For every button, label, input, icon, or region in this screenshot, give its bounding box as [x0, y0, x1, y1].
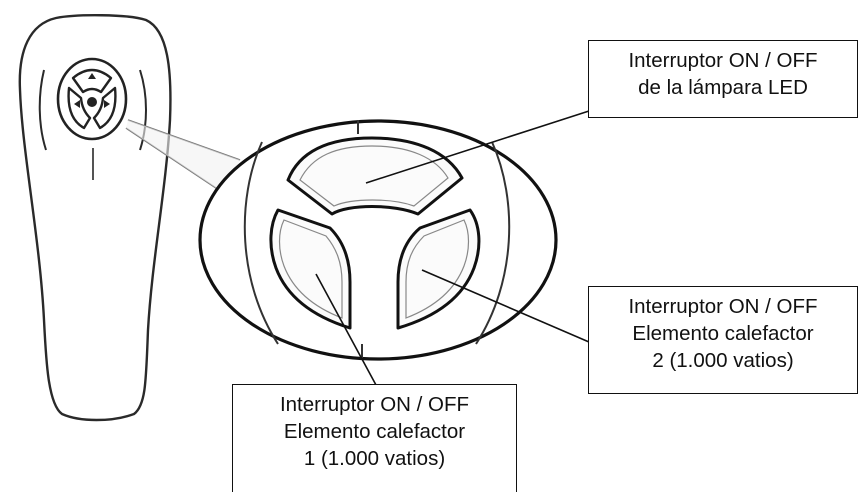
- led-button: [286, 136, 464, 216]
- remote-left-groove: [38, 69, 47, 151]
- leader-heater-2: [421, 269, 590, 343]
- callout-led-line-1: Interruptor ON / OFF: [628, 49, 818, 72]
- callout-heater-1-switch: Interruptor ON / OFF Elemento calefactor…: [232, 384, 517, 492]
- heater-2-button: [396, 208, 481, 330]
- callout-heater-2-line-2: Elemento calefactor: [632, 322, 814, 345]
- callout-led-switch: Interruptor ON / OFF de la lámpara LED: [588, 40, 858, 118]
- callout-heater-2-line-3: 2 (1.000 vatios): [652, 349, 794, 372]
- zoomed-keypad: [198, 119, 558, 361]
- remote-right-groove: [139, 69, 147, 151]
- callout-heater-2-switch: Interruptor ON / OFF Elemento calefactor…: [588, 286, 858, 394]
- heater-1-button: [269, 208, 352, 330]
- callout-heater-1-line-2: Elemento calefactor: [283, 420, 466, 443]
- callout-heater-1-line-1: Interruptor ON / OFF: [279, 393, 470, 416]
- callout-heater-2-line-1: Interruptor ON / OFF: [628, 295, 818, 318]
- leader-heater-1: [315, 273, 377, 386]
- leader-led: [365, 110, 590, 184]
- remote-body: [18, 14, 172, 422]
- remote-mini-keypad: [56, 57, 128, 141]
- callout-led-line-2: de la lámpara LED: [638, 76, 808, 99]
- callout-heater-1-line-3: 1 (1.000 vatios): [303, 447, 446, 470]
